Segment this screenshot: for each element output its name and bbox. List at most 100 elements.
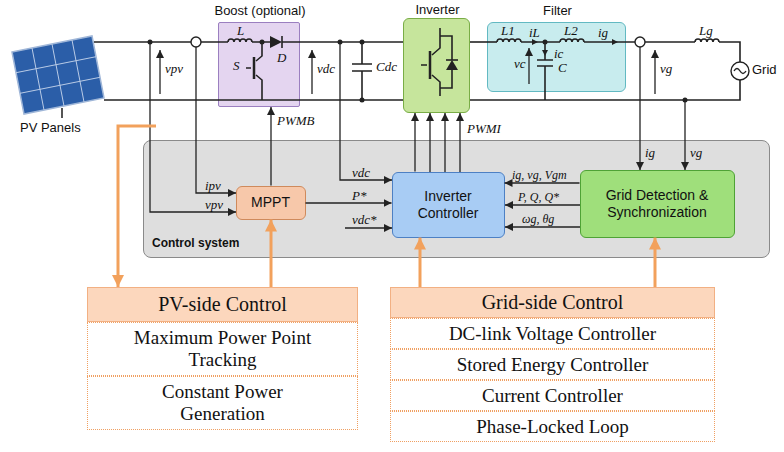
sync-box: Grid Detection & Synchronization [580,170,735,238]
filter-box: FilterL1iLL2igvcicC [487,22,626,92]
circuit-symbol [612,39,618,45]
table-header: PV-side Control [87,287,358,322]
orange-arrow [270,220,273,288]
pv-panel-illustration [16,40,100,110]
signal-name: PWMI [467,122,501,135]
part-name: vc [514,57,526,70]
pv-panel-illustration [32,48,44,110]
signal-wire [340,42,392,180]
pv-panel-illustration [12,36,104,118]
signal-name: PWMB [277,114,315,127]
signal-name: vdc* [352,213,377,226]
reference-arrow [306,202,392,203]
box-text: Inverter Controller [398,188,499,220]
power-wire [104,99,403,101]
signal-name: vpv [165,62,183,75]
circuit-symbol [360,98,365,103]
signal-name: vg [690,146,702,159]
mppt-box: MPPT [236,186,306,220]
grid-label: Grid [752,63,777,76]
sync-arrow [505,182,580,183]
dc-bus-wire [300,41,403,43]
part-name: L [237,24,244,37]
signal-wire [444,113,445,172]
pv-panel-illustration [61,108,63,118]
power-wire [94,28,740,100]
pv-panel-illustration [52,44,64,106]
box-text: Phase-Locked Loop [476,416,628,438]
orange-arrow [419,238,422,288]
signal-wire [684,100,685,170]
part-name: iL [529,26,540,39]
part-name: C [558,61,567,74]
signal-name: ipv [205,179,221,192]
power-wire [695,39,719,42]
box-text: Grid Detection & Synchronization [586,187,729,219]
part-name: Lg [699,24,713,37]
power-wire [352,42,372,100]
box-text: Maximum Power Point Tracking [123,327,323,371]
signal-wire [639,47,640,170]
circuit-symbol [270,36,282,48]
table-row: Constant Power Generation [87,376,358,430]
circuit-symbol [260,40,265,45]
circuit-symbol [543,40,548,45]
orange-arrow [654,238,657,288]
signal-wire [654,50,655,94]
table-row: Stored Energy Controller [390,349,715,380]
part-name: S [233,59,240,72]
signal-wire [528,48,529,84]
pv-panel-illustration [16,57,96,73]
box-heading: Boost (optional) [205,4,315,17]
signal-name: ig [645,146,655,159]
power-wire [537,42,553,100]
sensor-symbol [734,69,746,74]
circuit-symbol [148,36,688,103]
pwm-arrow [270,107,271,186]
signal-wire [345,227,392,228]
table-row: Maximum Power Point Tracking [87,322,358,376]
signal-wire [505,204,580,205]
pv-panel-illustration [72,40,84,102]
pv-panel-illustration [12,36,104,114]
signal-name: ig, vg, Vgm [512,169,567,182]
sensor-symbol [191,37,201,47]
power-wire [560,39,584,42]
box-heading: Inverter [384,3,491,16]
signal-wire [150,42,685,228]
signal-name: P* [352,189,366,202]
box-text: MPPT [251,194,290,210]
circuit-symbol [542,50,548,56]
ac-wire [470,41,487,43]
circuit-symbol [532,39,538,45]
controller-box: Inverter Controller [392,172,505,238]
power-wire [521,41,560,43]
panel-label: PV Panels [20,121,81,134]
signal-wire [150,42,236,212]
box-text: Stored Energy Controller [457,354,649,376]
box-text: Constant Power Generation [123,381,323,425]
part-name: ig [598,26,608,39]
box-text: DC-link Voltage Controller [449,323,656,345]
signal-name: vg [660,62,672,75]
boost-box: Boost (optional)LDS [218,22,300,107]
pv-panel-illustration [20,77,100,93]
signal-name: ωg, θg [522,213,554,226]
signal-name: vdc [317,62,335,75]
power-wire [246,42,262,100]
pwm-arrow [414,113,415,172]
signal-name: vdc [352,166,370,179]
part-name: L1 [501,24,515,37]
power-wire [421,28,452,96]
part-name: L2 [564,24,578,37]
table-header: Grid-side Control [390,287,715,318]
table-row: Phase-Locked Loop [390,411,715,442]
part-name: D [277,51,286,64]
box-text: Grid-side Control [482,291,624,314]
signal-wire [159,50,160,94]
power-wire [228,39,252,42]
power-wire [497,39,521,42]
orange-arrow [118,126,156,287]
sensor-symbol [191,37,749,80]
box-heading: Control system [152,237,239,250]
